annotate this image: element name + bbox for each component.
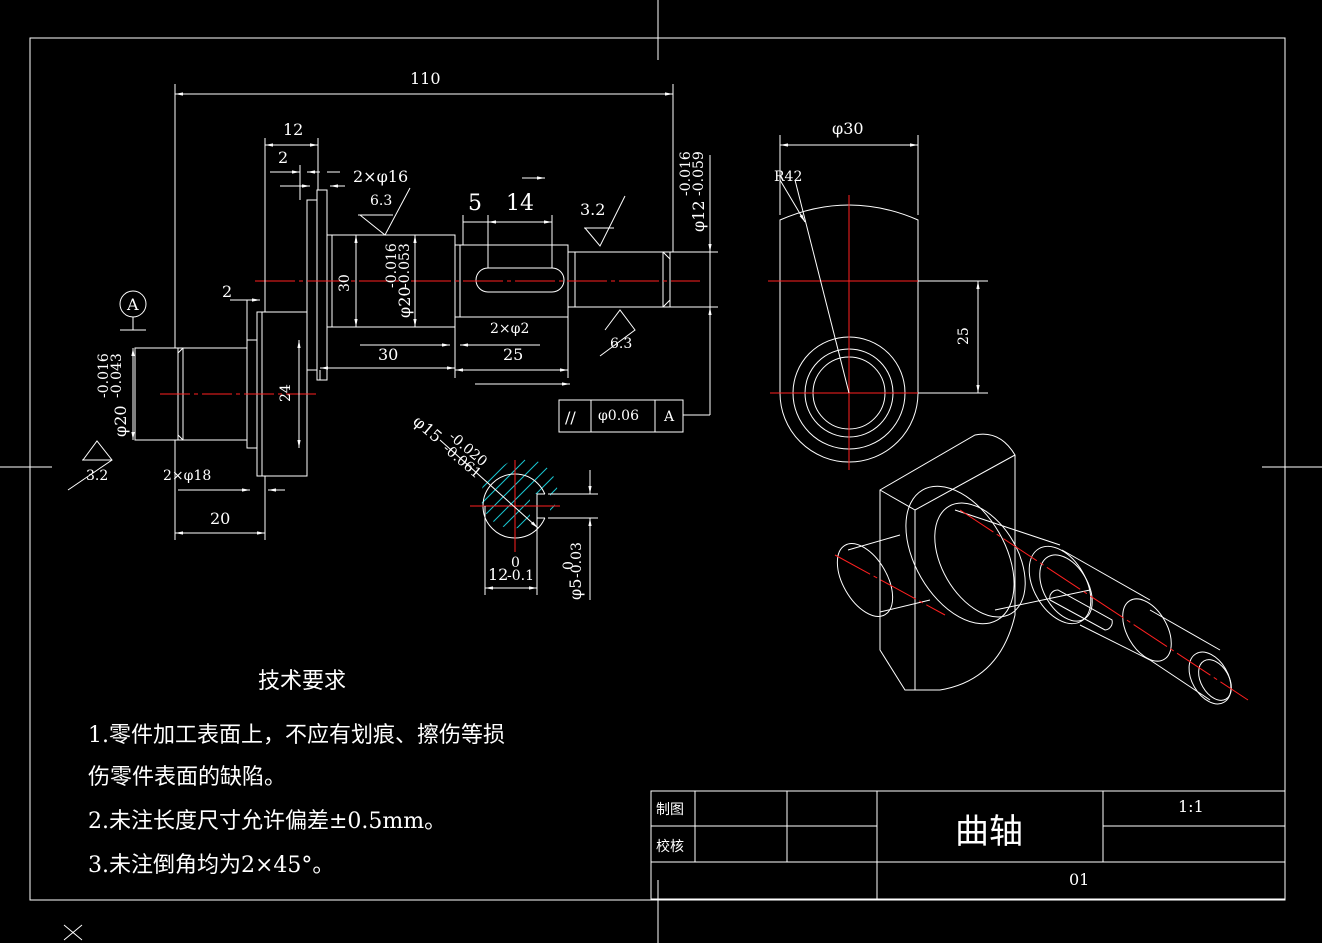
drawing-no: 01 (1069, 870, 1089, 889)
note-line-2: 伤零件表面的缺陷。 (88, 765, 286, 790)
side-r: R42 (774, 169, 802, 185)
isometric-centerlines (834, 509, 1249, 701)
parallel-value: φ0.06 (598, 408, 639, 424)
dim-phi20a: φ20 (111, 405, 130, 437)
tol-12-upper: -0.016 (678, 151, 694, 196)
title-block (650, 790, 1286, 900)
section-12: 12 (488, 565, 508, 584)
parallel-ref: A (663, 409, 675, 425)
dim-110: 110 (410, 69, 441, 88)
rough-63b: 6.3 (610, 336, 632, 352)
rough-32b: 3.2 (86, 468, 108, 484)
front-dimensions (67, 84, 718, 540)
dim-2b: 2 (222, 282, 232, 301)
tol-20a-upper: -0.016 (96, 353, 112, 398)
section-5-upper: 0 (561, 561, 577, 570)
note-line-1: 1.零件加工表面上，不应有划痕、擦伤等损 (88, 723, 505, 748)
drawn-label: 制图 (656, 802, 684, 818)
section-5-lower: -0.03 (569, 542, 585, 578)
notes-title: 技术要求 (258, 669, 346, 694)
dim-14: 14 (506, 191, 534, 216)
front-labels: 110 12 2 2×φ16 6.3 5 14 3.2 -0.016 -0.05… (86, 69, 708, 528)
dim-25: 25 (503, 345, 523, 364)
tol-12-lower: -0.059 (691, 151, 707, 196)
side-dia: φ30 (832, 119, 864, 138)
dim-24: 24 (278, 384, 294, 402)
parallel-symbol: // (565, 408, 576, 427)
tol-20a-lower: -0.043 (109, 353, 125, 398)
checked-label: 校核 (656, 838, 684, 855)
section-12-lower: -0.1 (507, 568, 534, 584)
side-view: φ30 R42 25 (768, 119, 988, 470)
dim-chamfer-2: 2×φ2 (490, 321, 529, 337)
section-12-upper: 0 (511, 555, 520, 571)
scale: 1:1 (1178, 797, 1204, 816)
dim-chamfer-16: 2×φ16 (353, 167, 408, 186)
dim-12: 12 (283, 120, 303, 139)
rough-32: 3.2 (580, 200, 605, 219)
datum-a: A (126, 295, 139, 314)
dim-2: 2 (278, 148, 288, 167)
isometric-view (836, 433, 1232, 705)
part-name: 曲轴 (955, 812, 1023, 852)
dim-30: 30 (378, 345, 398, 364)
front-view (134, 189, 671, 477)
tol-20b-upper: -0.016 (384, 243, 400, 288)
dim-5: 5 (468, 191, 482, 216)
note-line-3: 2.未注长度尺寸允许偏差±0.5mm。 (88, 809, 446, 834)
dim-chamfer-18: 2×φ18 (163, 468, 211, 484)
section-dia: φ15 (409, 412, 445, 447)
section-view: φ15 -0.020 -0.061 12 0 -0.1 φ5 0 -0.03 (409, 412, 598, 600)
note-line-4: 3.未注倒角均为2×45°。 (88, 853, 334, 878)
section-5: φ5 (566, 579, 585, 600)
side-25: 25 (956, 327, 972, 345)
drawing-frame (29, 37, 1286, 901)
dim-phi20b: φ20 (395, 286, 414, 318)
tol-20b-lower: -0.053 (397, 243, 413, 288)
rough-63: 6.3 (370, 193, 392, 209)
front-centerlines (160, 280, 700, 395)
dim-20: 20 (210, 509, 230, 528)
dim-phi12: φ12 (689, 200, 708, 232)
dim-30-vert: 30 (337, 274, 353, 292)
